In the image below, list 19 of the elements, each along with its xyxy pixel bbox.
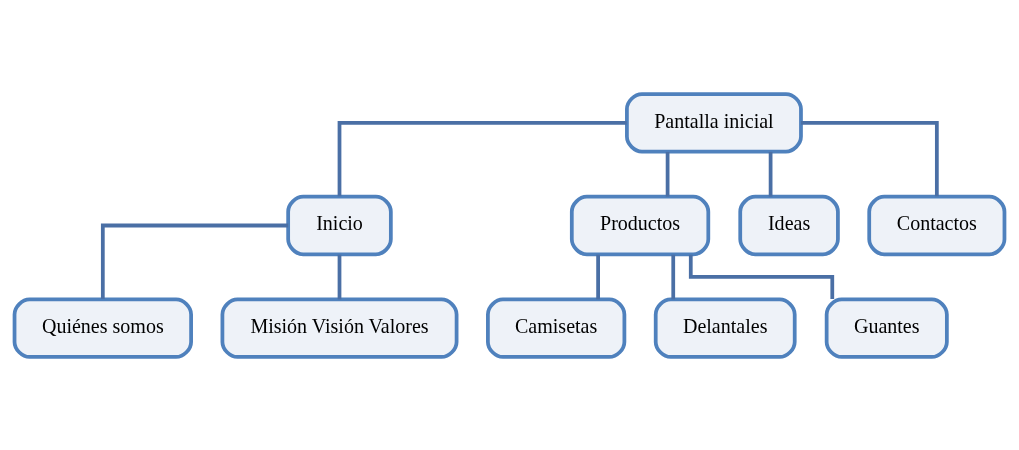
node-box: Misión Visión Valores xyxy=(220,297,459,359)
node-box: Inicio xyxy=(286,194,393,256)
connector xyxy=(596,254,600,299)
connector xyxy=(665,151,670,197)
node-box: Ideas xyxy=(738,194,840,256)
node-box: Quiénes somos xyxy=(12,297,193,359)
node-box: Camisetas xyxy=(486,297,627,359)
node-box: Contactos xyxy=(867,194,1007,256)
node-box: Guantes xyxy=(824,297,949,359)
connector xyxy=(688,254,835,299)
node-box: Productos xyxy=(569,194,711,256)
connector xyxy=(671,254,676,299)
node-box: Delantales xyxy=(653,297,797,359)
connector xyxy=(100,223,289,299)
connector xyxy=(801,120,939,196)
connector xyxy=(337,120,627,196)
connector xyxy=(768,151,773,197)
node-box: Pantalla inicial xyxy=(625,91,803,153)
connector xyxy=(337,254,342,299)
